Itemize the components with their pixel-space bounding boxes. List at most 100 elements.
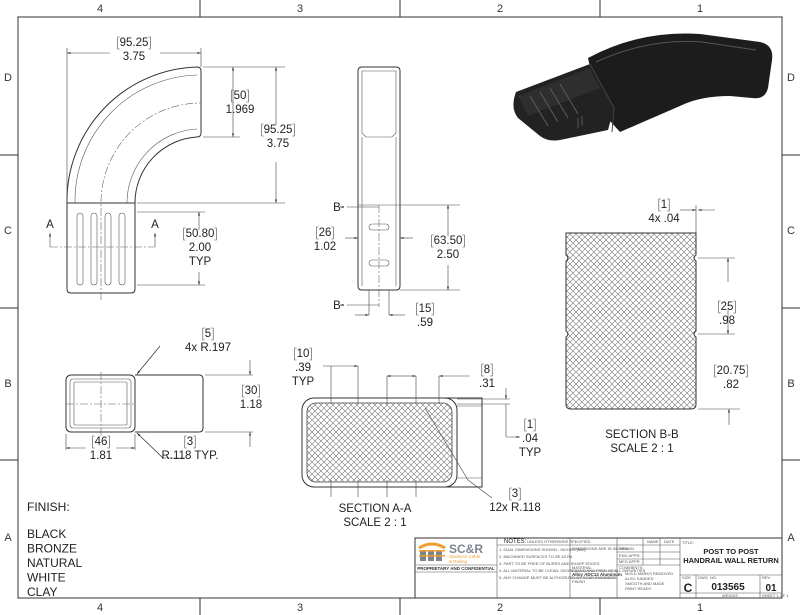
dimension-bracket: [524, 418, 536, 432]
note-4: 4. ALL MATERIAL TO BE CLEAN, DEGREASED A…: [499, 568, 646, 573]
zone-column-label: 2: [497, 3, 503, 15]
size-label: SIZE: [682, 575, 691, 580]
zone-column-label: 1: [697, 3, 703, 15]
dimension-bracket: [242, 384, 260, 398]
date-col: DATE: [664, 539, 675, 544]
svg-text:SC&R: SC&R: [449, 542, 483, 556]
note-5: 5. ANY CHANGE MUST BE AUTHORIZED BY SC&R…: [499, 575, 616, 580]
finish-option: WHITE: [27, 571, 66, 585]
title-block: SC&R Stainless Cable & Railing PROPRIETA…: [414, 537, 789, 599]
section-b-scale: SCALE 2 : 1: [610, 443, 673, 455]
dimension-note: TYP: [519, 447, 542, 459]
comment-2: ALSO SANDED: [625, 576, 654, 581]
mfg-appr-label: MFG APPR.: [619, 559, 641, 564]
dimension-front-height: 95.253.75: [261, 123, 295, 150]
dimension-mm: 50: [234, 90, 247, 102]
zone-column-label: 4: [97, 602, 103, 614]
zone-row-label: D: [4, 72, 12, 84]
dimension-mm: 1: [527, 419, 533, 431]
dimension-bracket: [261, 123, 295, 137]
dimension-inch: .59: [417, 317, 433, 329]
finish-option: BLACK: [27, 527, 66, 541]
section-marker-b: B: [333, 202, 341, 214]
dimension-note: TYP: [189, 256, 212, 268]
proprietary-label: PROPRIETARY AND CONFIDENTIAL: [417, 566, 495, 571]
zone-row-label: A: [4, 532, 12, 544]
dimension-mm: 1: [661, 199, 667, 211]
dimension-mm: 3: [187, 436, 193, 448]
comment-4: PAINT READY: [625, 586, 652, 591]
dimension-bracket: [658, 198, 670, 212]
comments-label: COMMENTS:: [619, 565, 643, 570]
note-1: 1. DUAL DIMENSIONS SHOWN - INCHES [MM]: [499, 547, 586, 552]
dimension-mm: 15: [419, 303, 432, 315]
dimension-inch: .31: [479, 378, 495, 390]
section-a-title: SECTION A-A: [339, 503, 412, 515]
dimension-inch: 4x R.197: [185, 342, 231, 354]
zone-row-label: B: [4, 378, 11, 390]
note-2: 2. MACHINED SURFACES TO BE 63 Ra: [499, 554, 573, 559]
dimension-bracket: [202, 327, 214, 341]
comment-1: MOLD MARKS REMOVED: [625, 571, 673, 576]
dimension-bracket: [481, 363, 493, 377]
tolerance-label: DIMENSIONS ARE IN INCHES: [572, 546, 628, 551]
dimension-inch: 4x .04: [648, 213, 680, 225]
dimension-inch: 3.75: [123, 51, 145, 63]
weight-label: WEIGHT:: [722, 593, 739, 598]
dimension-bracket: [92, 435, 110, 449]
finish-option: CLAY: [27, 585, 57, 599]
dimension-bracket: [183, 227, 217, 241]
size-value: C: [684, 581, 693, 595]
zone-row-label: D: [787, 72, 795, 84]
dimension-side-slot: 15.59: [416, 302, 434, 329]
dimension-top-width: 461.81: [90, 435, 112, 462]
dimension-mm: 63.50: [434, 235, 463, 247]
dimension-top-inner-radius: 3R.118 TYP.: [162, 435, 219, 462]
dimension-a-radius: 3 12x R.118: [489, 487, 541, 514]
dimension-mm: 3: [512, 488, 518, 500]
dimension-bracket: [431, 234, 465, 248]
dimension-top-radius: 54x R.197: [185, 327, 231, 354]
dimension-inch: 12x R.118: [489, 502, 541, 514]
dimension-front-end: 501.969: [226, 89, 254, 116]
name-col: NAME: [647, 539, 659, 544]
dimension-bracket: [718, 300, 736, 314]
zone-row-label: C: [787, 225, 795, 237]
comment-3: SMOOTH AND MADE: [625, 581, 665, 586]
dimension-mm: 95.25: [120, 37, 149, 49]
side-view: [340, 66, 460, 317]
dimension-bracket: [184, 435, 196, 449]
dimension-mm: 8: [484, 364, 490, 376]
dimension-note: TYP: [292, 376, 315, 388]
zone-row-label: A: [787, 532, 795, 544]
drawing-title-line2: HANDRAIL WALL RETURN: [683, 556, 779, 565]
dimension-a-slot: 8.31: [479, 363, 495, 390]
front-view: [48, 48, 285, 300]
zone-row-label: C: [4, 225, 12, 237]
notes-label: NOTES:: [504, 539, 527, 545]
dimension-inch: 3.75: [267, 138, 289, 150]
dimension-bracket: [117, 36, 151, 50]
dimension-mm: 46: [95, 436, 108, 448]
dimension-inch: R.118 TYP.: [162, 450, 219, 462]
dimension-b-slot: 25.98: [718, 300, 736, 327]
dimension-bracket: [294, 347, 312, 361]
zone-column-label: 3: [297, 3, 303, 15]
dimension-bracket: [231, 89, 249, 103]
material-label: MATERIAL: [572, 565, 592, 570]
dwg-no-label: DWG. NO.: [698, 575, 717, 580]
company-logo: SC&R Stainless Cable & Railing: [418, 542, 483, 564]
note-3: 3. PART TO BE FREE OF BURRS AND SHARP ED…: [499, 561, 600, 566]
zone-column-label: 1: [697, 602, 703, 614]
dimension-inch: 2.50: [437, 249, 459, 261]
dimension-inch: 1.02: [314, 241, 336, 253]
zone-column-label: 3: [297, 602, 303, 614]
finish-option: BRONZE: [27, 542, 77, 556]
section-b-b: [565, 205, 740, 425]
rev-label: REV: [762, 575, 771, 580]
section-b-title: SECTION B-B: [605, 429, 679, 441]
dimension-inch: .39: [295, 362, 311, 374]
